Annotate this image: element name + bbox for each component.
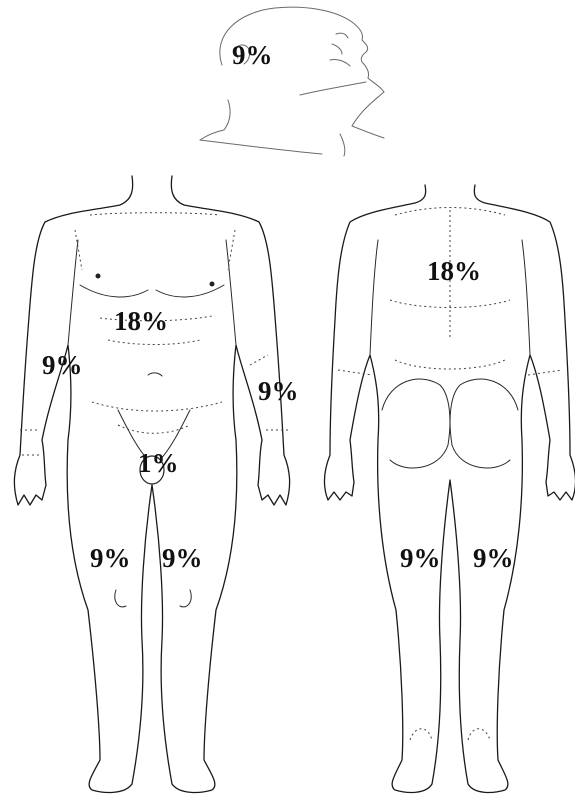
right-arm-percentage-label: 9% bbox=[42, 352, 83, 379]
head-percentage-label: 9% bbox=[232, 42, 273, 69]
back-left-leg-percentage-label: 9% bbox=[473, 545, 514, 572]
back-torso-percentage-label: 18% bbox=[427, 258, 481, 285]
front-torso-percentage-label: 18% bbox=[114, 308, 168, 335]
front-right-leg-percentage-label: 9% bbox=[90, 545, 131, 572]
front-body-illustration bbox=[14, 176, 290, 792]
back-right-leg-percentage-label: 9% bbox=[400, 545, 441, 572]
head-profile-illustration bbox=[200, 7, 384, 156]
front-left-leg-percentage-label: 9% bbox=[162, 545, 203, 572]
left-arm-percentage-label: 9% bbox=[258, 378, 299, 405]
genitals-percentage-label: 1% bbox=[138, 450, 179, 477]
